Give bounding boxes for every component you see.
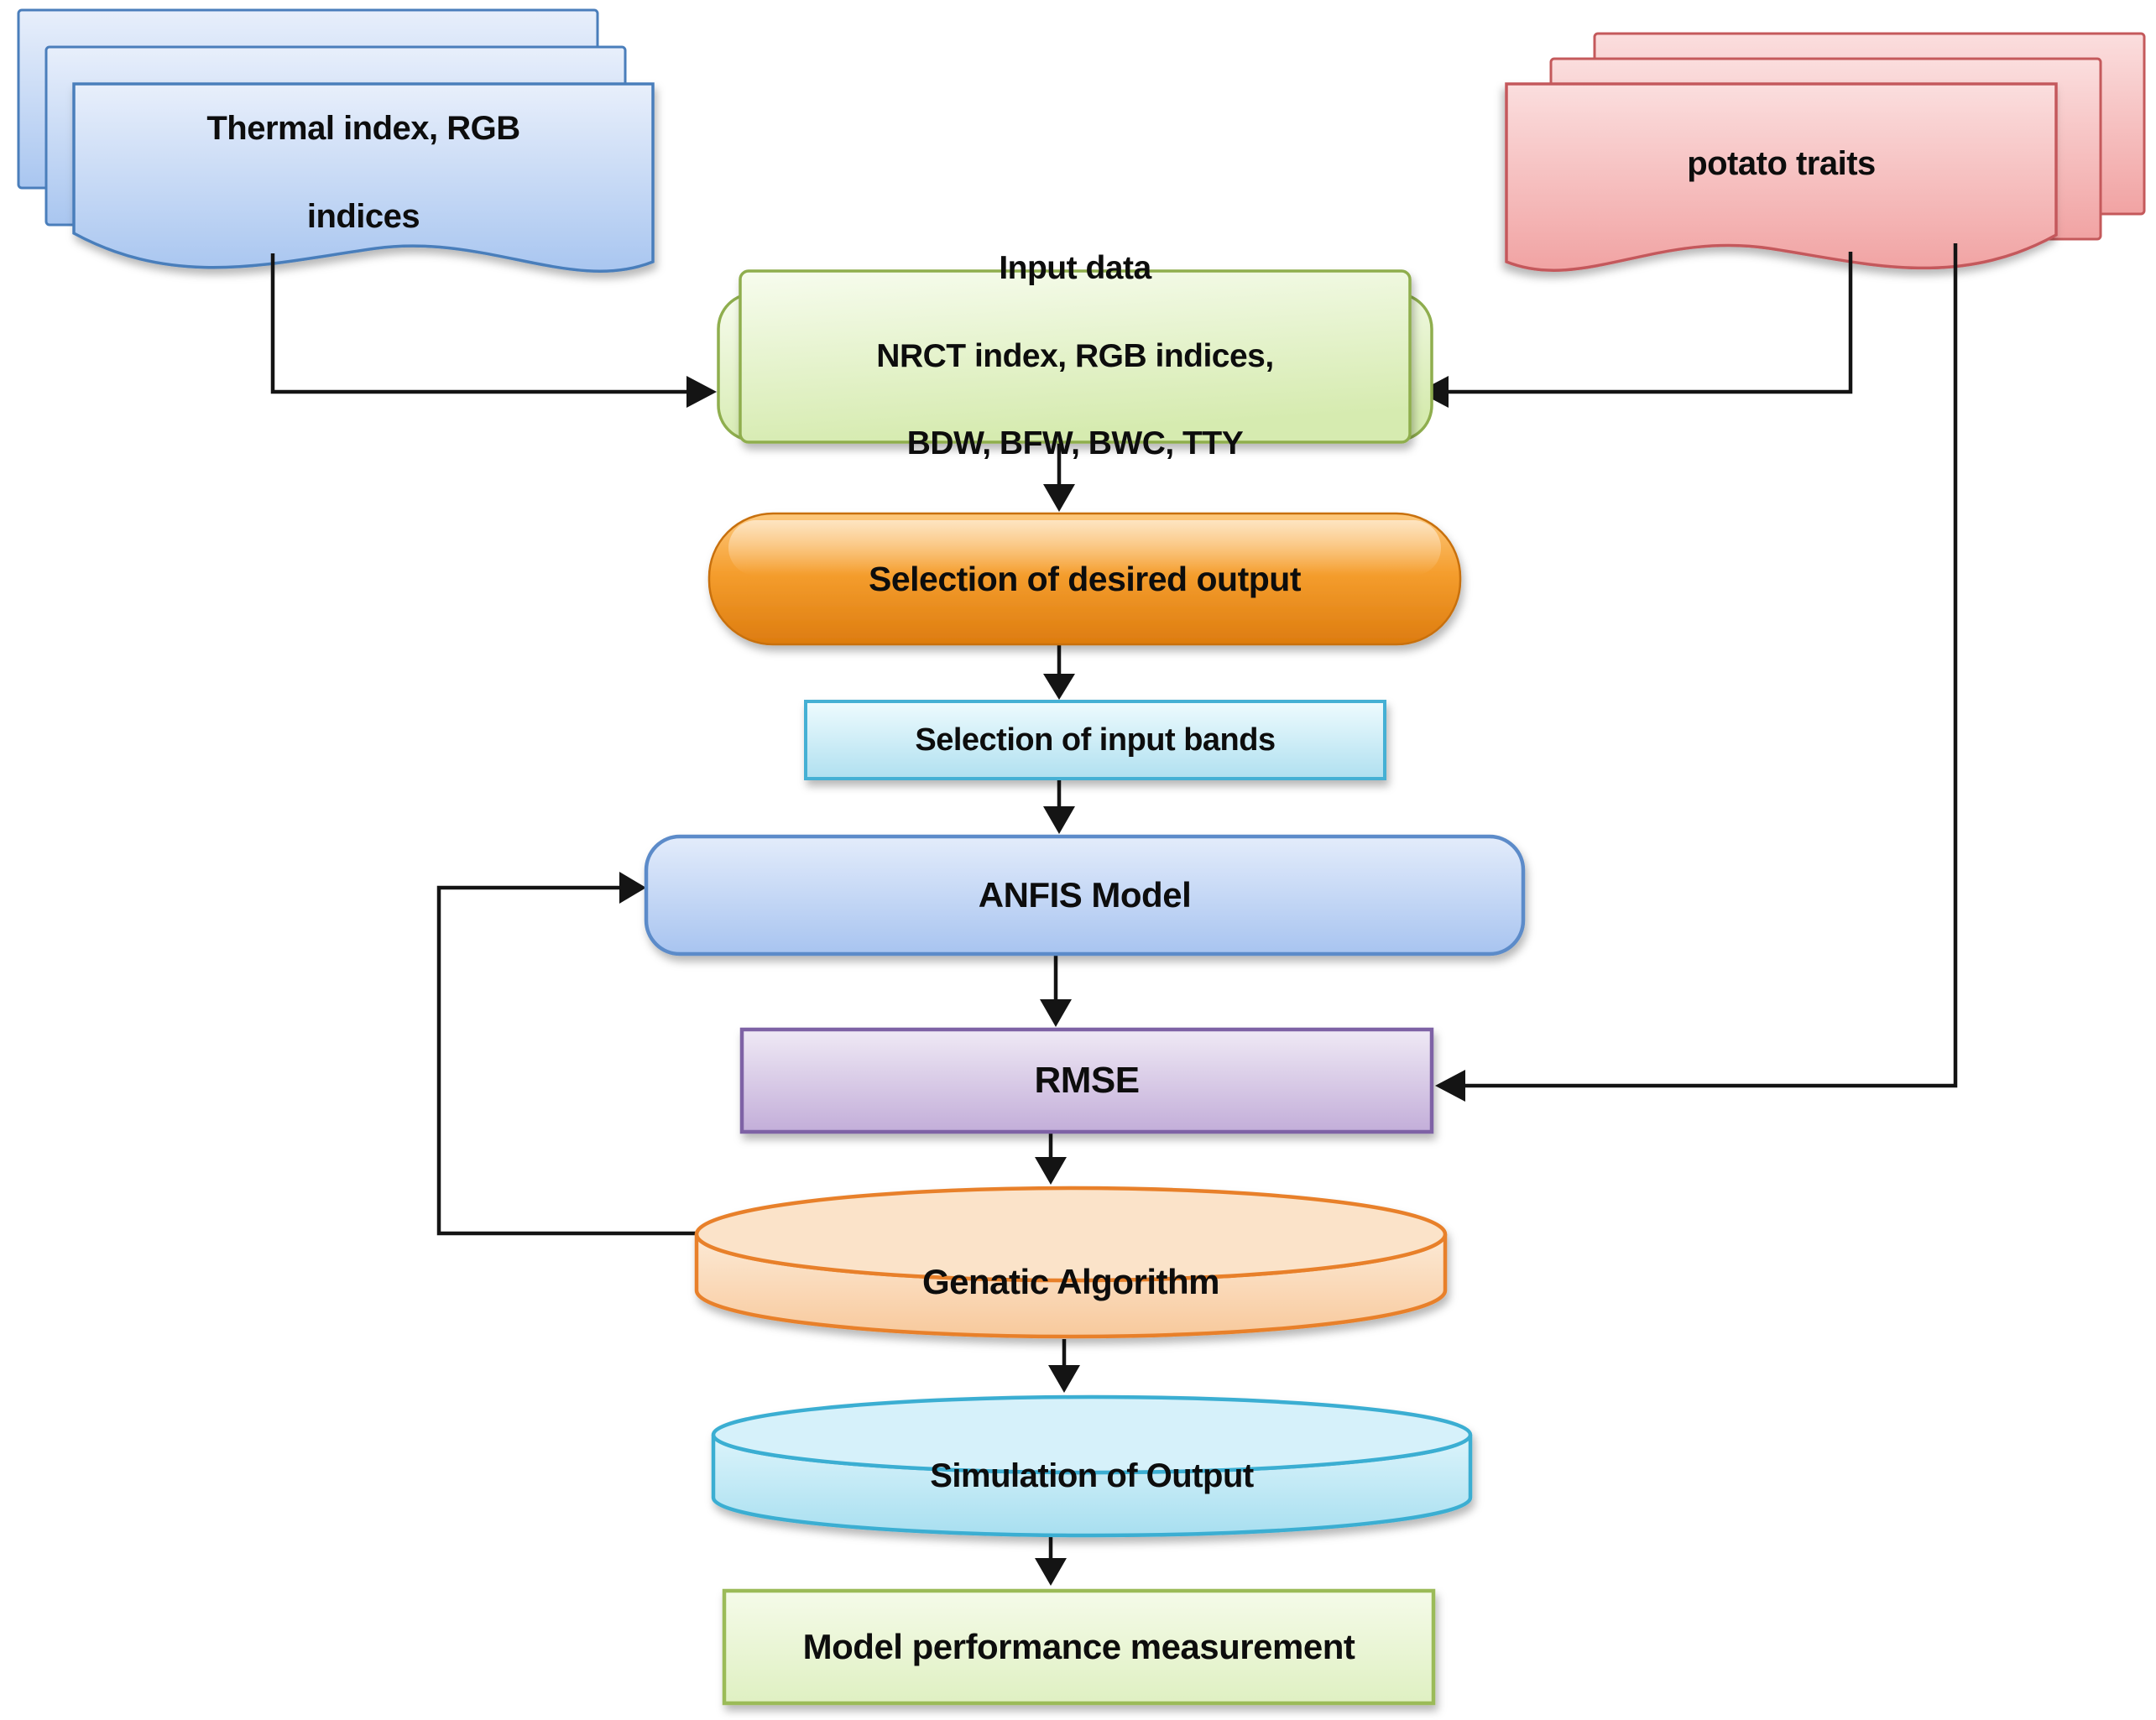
arrowhead-down-icon — [1043, 484, 1075, 512]
arrowhead-right-icon — [686, 376, 717, 408]
arrowhead-left-icon — [1418, 376, 1449, 408]
arrowheads — [619, 376, 1465, 1586]
edge-ga-feedback-to-anfis — [436, 885, 698, 1236]
arrowhead-down-icon — [1043, 674, 1075, 700]
edge-thermal-to-input — [270, 253, 686, 394]
thermal-docs-shape — [17, 8, 655, 273]
genetic-algorithm-shape — [694, 1186, 1448, 1339]
arrowhead-down-icon — [1035, 1157, 1067, 1185]
arrowhead-down-icon — [1035, 1558, 1067, 1586]
rmse-shape — [739, 1027, 1434, 1134]
arrowhead-down-icon — [1048, 1365, 1080, 1393]
edge-potato-to-input — [1447, 252, 1853, 394]
anfis-shape — [644, 834, 1526, 956]
edge-potato-to-rmse — [1464, 243, 1958, 1088]
input-data-shape — [717, 269, 1433, 444]
arrowhead-down-icon — [1043, 806, 1075, 834]
arrowhead-right-icon — [619, 872, 646, 904]
simulation-shape — [711, 1394, 1473, 1538]
input-bands-shape — [804, 700, 1386, 780]
connectors — [270, 243, 1958, 1559]
arrowhead-down-icon — [1040, 999, 1072, 1027]
potato-docs-shape — [1505, 32, 2146, 272]
model-performance-shape — [722, 1588, 1436, 1706]
arrowhead-left-icon — [1435, 1070, 1465, 1102]
desired-output-shape — [707, 512, 1462, 646]
